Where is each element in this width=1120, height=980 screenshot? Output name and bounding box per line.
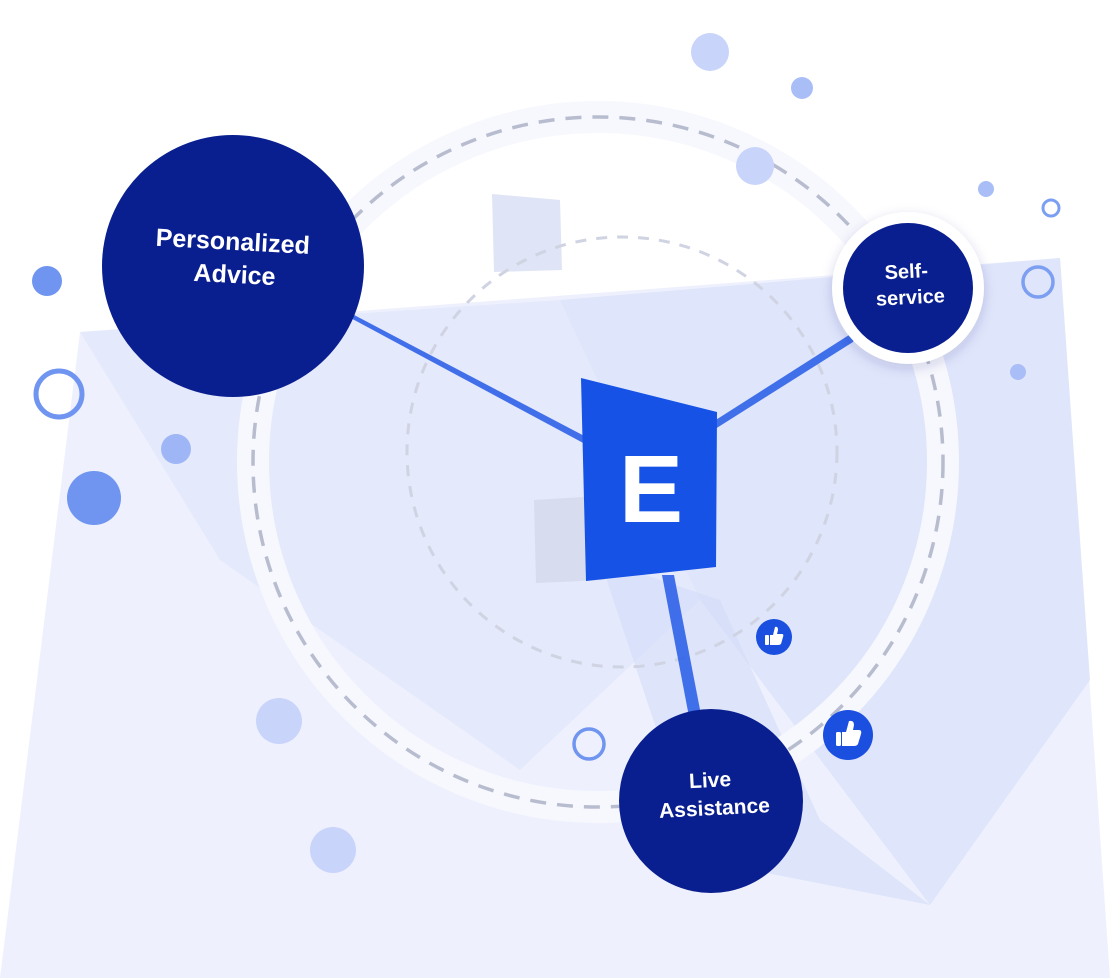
bubble [161,434,191,464]
logo-letter: E [619,436,683,543]
connector-self-service [704,328,860,436]
connectors [318,296,860,722]
bubble [691,33,729,71]
node-circle [619,709,803,893]
inner-ring-dashed [405,235,839,669]
bubble-ring [1041,198,1061,218]
node-circle [843,223,973,353]
node-label-line-2: service [875,285,945,311]
orbit-rings [237,101,959,823]
node-label-line-1: Self- [884,260,928,284]
bubble [736,147,774,185]
node-label: Personalized Advice [153,224,317,293]
bubble [978,181,994,197]
node-personalized-advice: Personalized Advice [102,135,364,397]
node-live-assistance: Live Assistance [619,709,803,893]
bubble [1010,364,1026,380]
bubble [791,77,813,99]
bubble-ring [572,727,606,761]
node-self-service: Self- service [832,212,984,364]
bubble [67,471,121,525]
bubble [256,698,302,744]
thumbs-up-icon [756,619,792,655]
node-label-line-1: Live [688,768,731,793]
bubble [32,266,62,296]
bubble-ring [1021,265,1055,299]
node-label: Self- service [874,259,945,311]
node-label-line-2: Advice [193,259,276,291]
bubble [310,827,356,873]
thumbs-up-icon [823,710,873,760]
node-circle [102,135,364,397]
brand-logo-tile-icon [581,378,717,581]
center-logo: E [581,378,717,581]
outer-ring-dashed [251,115,945,809]
decorative-bubbles [32,33,1061,873]
connector-personalized-advice [318,296,600,452]
connector-live-assistance [662,575,702,722]
bubble-ring [33,368,85,420]
